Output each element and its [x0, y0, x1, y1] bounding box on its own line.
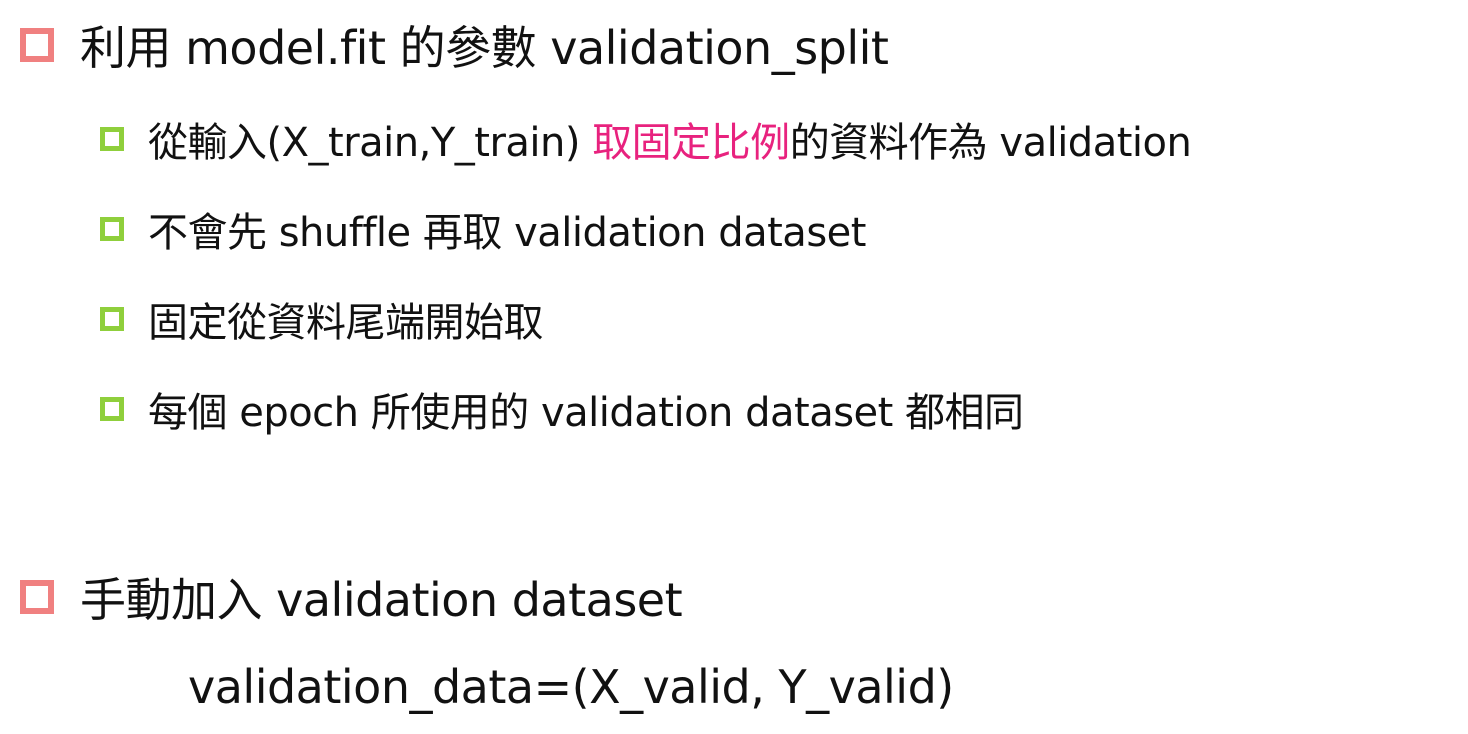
- sub-item-text: 每個 epoch 所使用的 validation dataset 都相同: [148, 390, 1024, 436]
- square-bullet-icon: [20, 28, 54, 62]
- bullet-text: 利用 model.fit 的參數 validation_split: [80, 21, 889, 75]
- sub-item-from-tail: 固定從資料尾端開始取: [100, 290, 544, 348]
- sub-item-text: 不會先 shuffle 再取 validation dataset: [148, 210, 866, 256]
- sub-item-text: 固定從資料尾端開始取: [148, 300, 544, 346]
- sub-item-text: 從輸入(X_train,Y_train) 取固定比例的資料作為 validati…: [148, 110, 1192, 168]
- text-before: 從輸入(X_train,Y_train): [148, 120, 593, 166]
- code-line-validation-data: validation_data=(X_valid, Y_valid): [188, 656, 954, 718]
- sub-item-same-each-epoch: 每個 epoch 所使用的 validation dataset 都相同: [100, 380, 1024, 438]
- square-bullet-icon: [100, 127, 124, 151]
- square-bullet-icon: [100, 397, 124, 421]
- code-text: validation_data=(X_valid, Y_valid): [188, 660, 954, 714]
- sub-item-take-ratio: 從輸入(X_train,Y_train) 取固定比例的資料作為 validati…: [100, 110, 1192, 168]
- bullet-item-validation-split: 利用 model.fit 的參數 validation_split: [20, 14, 889, 76]
- sub-item-no-shuffle: 不會先 shuffle 再取 validation dataset: [100, 200, 866, 258]
- square-bullet-icon: [100, 307, 124, 331]
- bullet-item-manual-validation: 手動加入 validation dataset: [20, 566, 683, 628]
- square-bullet-icon: [20, 580, 54, 614]
- bullet-text: 手動加入 validation dataset: [80, 573, 683, 627]
- highlight-text: 取固定比例: [592, 120, 790, 166]
- text-after: 的資料作為 validation: [789, 120, 1192, 166]
- square-bullet-icon: [100, 217, 124, 241]
